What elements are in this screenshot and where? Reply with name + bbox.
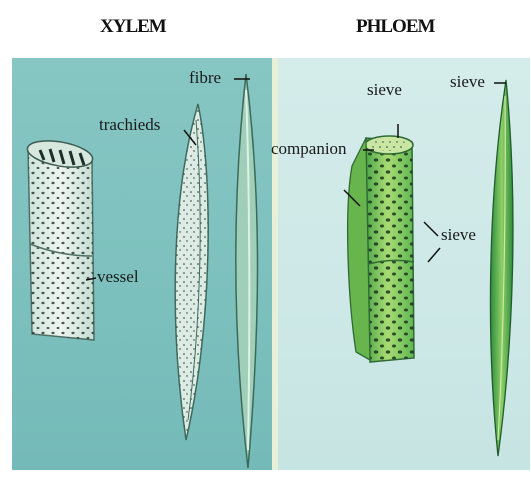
phloem-sieve-tube	[365, 136, 414, 362]
label-fibre: fibre	[189, 68, 221, 88]
phloem-companion-cell	[348, 138, 370, 360]
label-sieve-top: sieve	[367, 80, 402, 100]
label-companion: companion	[271, 139, 347, 159]
label-sieve-right: sieve	[450, 72, 485, 92]
label-vessel: vessel	[97, 267, 139, 287]
leader-lines	[86, 79, 506, 280]
xylem-fibre	[236, 74, 258, 468]
label-trachieds: trachieds	[99, 115, 160, 135]
xylem-vessel	[25, 136, 94, 340]
phloem-sieve-element	[490, 80, 513, 456]
label-sieve-side: sieve	[441, 225, 476, 245]
xylem-tracheid	[175, 104, 208, 440]
